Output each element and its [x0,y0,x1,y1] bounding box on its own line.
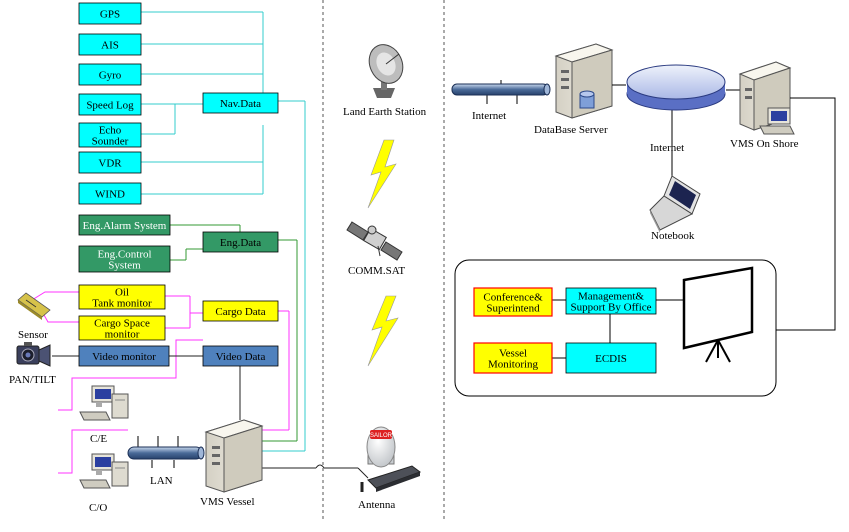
eng-control-label-line-2: System [108,260,141,272]
database-server-label: DataBase Server [534,124,608,136]
cargo-data-box [202,300,279,322]
speed-log-box [78,93,142,116]
ce-computer-icon [79,385,129,421]
ecdis-box [565,342,657,374]
echo-sounder-label-line-2: Sounder [92,136,129,148]
communication-satellite-icon [346,221,403,261]
wind-box [78,182,142,205]
database-server-icon [554,43,614,119]
notebook-icon [649,175,701,233]
vms-vessel-server-icon [204,419,264,493]
conference-label-line-2: Superintend [486,303,540,315]
video-monitor-box [78,345,170,367]
land-earth-station-label: Land Earth Station [343,106,427,118]
echo-sounder-label-line-1: Echo [99,125,122,137]
co-computer-icon [79,453,129,489]
oil-tank-label-line-1: Oil [115,287,129,299]
ce-label: C/E [90,433,107,445]
ais-box [78,33,142,56]
oil-tank-box [78,284,166,310]
video-monitor-label: Video monitor [92,351,156,363]
nav-source-boxes [78,2,142,205]
camera-icon [16,342,51,367]
satellite-dish-icon [368,44,404,98]
management-label-line-1: Management& [578,291,644,303]
speed-log-label: Speed Log [86,100,134,112]
lightning-bolt-upper-icon [367,139,397,209]
cargo-connections [31,291,290,474]
lan-label: LAN [150,475,173,487]
vessel-monitoring-box [473,342,553,374]
nav-data-label: Nav.Data [220,98,261,110]
notebook-label: Notebook [651,230,695,242]
gps-box [78,2,142,25]
eng-control-box [78,245,171,273]
vdr-box [78,151,142,174]
gps-label: GPS [100,9,120,21]
eng-data-box [202,231,279,253]
vessel-monitoring-label-line-2: Monitoring [488,359,539,371]
ecdis-label: ECDIS [595,353,627,365]
eng-connections [170,224,298,442]
sensor-label: Sensor [18,329,48,341]
antenna-icon: SAILOR [360,426,422,492]
projection-screen-icon [682,266,754,363]
video-connections [52,355,369,479]
eng-data-label: Eng.Data [220,237,261,249]
cargo-space-label-line-2: monitor [105,329,140,341]
conference-box [473,287,553,317]
antenna-label: Antenna [358,499,395,511]
oil-tank-label-line-2: Tank monitor [92,298,152,310]
vms-on-shore-label: VMS On Shore [730,138,799,150]
vms-vessel-label: VMS Vessel [200,496,255,508]
cargo-space-label-line-1: Cargo Space [94,318,150,330]
nav-data-box [202,92,279,114]
eng-control-label-line-1: Eng.Control [97,249,151,261]
video-data-box [202,345,279,367]
vdr-label: VDR [98,158,122,170]
vessel-monitoring-label-line-1: Vessel [499,348,527,360]
management-label-line-2: Support By Office [570,302,651,314]
nav-connections [141,11,306,452]
internet-cloud-label: Internet [650,142,684,154]
internet-cloud-icon [626,64,726,111]
eng-alarm-label: Eng.Alarm System [83,220,167,232]
internet-left-label: Internet [472,110,506,122]
eng-alarm-box [78,214,171,236]
conference-label-line-1: Conference& [483,292,543,304]
cargo-space-box [78,315,166,341]
comm-sat-label: COMM.SAT [348,265,405,277]
echo-sounder-box [78,122,142,148]
antenna-brand-label: SAILOR [370,433,393,439]
lan-bus-icon [127,436,205,468]
co-label: C/O [89,502,107,514]
gyro-box [78,63,142,86]
pan-tilt-label: PAN/TILT [9,374,56,386]
internet-pipe-icon [451,80,551,104]
gyro-label: Gyro [99,70,122,82]
wind-label: WIND [95,189,125,201]
vms-on-shore-icon [738,61,795,135]
lightning-bolt-lower-icon [367,295,399,367]
video-data-label: Video Data [216,351,266,363]
sensor-icon [17,292,51,320]
link-shore-office [776,97,836,331]
management-box [565,287,657,315]
cargo-data-label: Cargo Data [215,306,265,318]
ais-label: AIS [101,40,119,52]
